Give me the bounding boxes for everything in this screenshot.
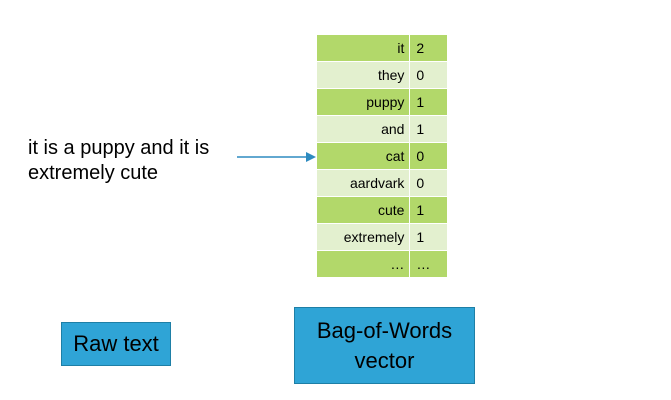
vector-word: they	[315, 61, 411, 89]
bag-of-words-label-line-1: Bag-of-Words	[316, 317, 453, 343]
raw-text-line-1: it is a puppy and it is	[28, 137, 210, 159]
raw-text-label-text: Raw text	[73, 331, 159, 356]
raw-text-line-2: extremely cute	[28, 162, 159, 184]
vector-count: 0	[409, 142, 448, 170]
vector-count: 1	[409, 115, 448, 143]
vector-word: aardvark	[315, 169, 411, 197]
arrow-head-icon	[306, 152, 316, 162]
vector-row-it: it 2	[315, 34, 448, 62]
vector-count: 2	[409, 34, 448, 62]
vector-count: 1	[409, 223, 448, 251]
vector-row-and: and 1	[315, 115, 448, 143]
vector-word: cat	[315, 142, 411, 170]
vector-word: puppy	[315, 88, 411, 116]
vector-row-cat: cat 0	[315, 142, 448, 170]
bag-of-words-table: it 2 they 0 puppy 1 and 1 cat 0 aardvark…	[315, 34, 448, 278]
vector-row-extremely: extremely 1	[315, 223, 448, 251]
vector-count: 1	[409, 196, 448, 224]
vector-count: 0	[409, 169, 448, 197]
bag-of-words-label: Bag-of-Words vector	[294, 307, 475, 384]
vector-word: cute	[315, 196, 411, 224]
vector-row-aardvark: aardvark 0	[315, 169, 448, 197]
vector-row-cute: cute 1	[315, 196, 448, 224]
vector-count: …	[409, 250, 448, 278]
vector-word: extremely	[315, 223, 411, 251]
vector-word: and	[315, 115, 411, 143]
raw-text-label: Raw text	[61, 322, 171, 366]
vector-row-puppy: puppy 1	[315, 88, 448, 116]
vector-row-ellipsis: … …	[315, 250, 448, 278]
vector-count: 1	[409, 88, 448, 116]
vector-word: …	[315, 250, 411, 278]
vector-row-they: they 0	[315, 61, 448, 89]
bag-of-words-label-line-2: vector	[354, 347, 415, 373]
vector-word: it	[315, 34, 411, 62]
vector-count: 0	[409, 61, 448, 89]
raw-text-sentence: it is a puppy and it is extremely cute	[28, 136, 243, 186]
